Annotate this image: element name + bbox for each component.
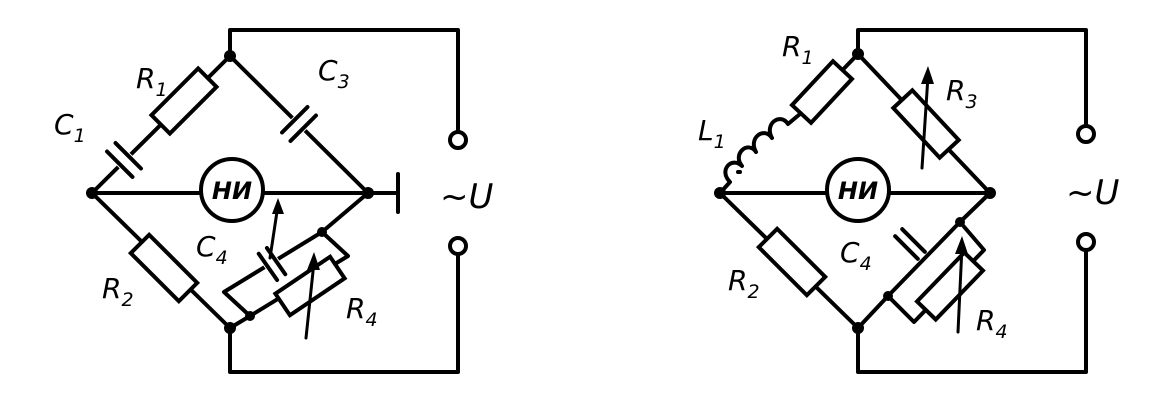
right-arm-z4-wire [958, 191, 992, 224]
left-label-c4: C4 [196, 230, 228, 269]
left-node-right [362, 187, 374, 199]
right-l1-inductor [718, 112, 802, 195]
right-bridge: НИ R1 L1 R3 C4 R2 R4 [698, 28, 1119, 374]
right-z4-network-frame [886, 220, 986, 324]
left-node-bottom [224, 322, 236, 334]
left-supply-wire-top [228, 28, 460, 140]
left-r2-resistor [127, 231, 201, 305]
left-r4-arrowhead-icon [307, 252, 320, 270]
left-label-c1: C1 [54, 108, 86, 147]
right-node-top [852, 48, 864, 60]
right-r4-arrowhead-icon [955, 236, 968, 254]
right-z4-node-top [955, 217, 965, 227]
right-r4-adjust-arrow [956, 244, 964, 334]
left-label-r2: R2 [102, 272, 134, 311]
right-r4-resistor [914, 249, 986, 323]
left-c1-capacitor [103, 139, 145, 181]
right-r3-adjust-arrow [920, 74, 930, 170]
right-r3-arrowhead-icon [921, 66, 934, 84]
left-arm-z4-wire [320, 191, 370, 234]
left-supply-wire-bottom [228, 248, 460, 374]
left-source-label: ~U [440, 177, 493, 217]
right-c4-capacitor [891, 225, 929, 263]
left-c4-arrowhead-icon [272, 198, 284, 214]
left-label-r1: R1 [136, 62, 168, 101]
right-source-label: ~U [1066, 173, 1119, 213]
right-label-l1: L1 [698, 114, 726, 153]
left-terminal-top [448, 130, 468, 150]
right-label-r4: R4 [976, 304, 1008, 343]
right-node-right [984, 187, 996, 199]
right-label-c4: C4 [840, 236, 872, 275]
right-label-r2: R2 [728, 264, 760, 303]
left-label-r4: R4 [346, 292, 378, 331]
right-label-r3: R3 [946, 74, 978, 113]
right-meter-circle [825, 157, 891, 223]
right-label-r1: R1 [782, 30, 814, 69]
left-r4-adjust-arrow [304, 260, 316, 340]
left-r1-resistor [148, 65, 220, 137]
right-node-left [714, 187, 726, 199]
right-r1-resistor [789, 58, 855, 126]
left-z4-node-bottom [245, 311, 255, 321]
left-node-top [224, 50, 236, 62]
left-meter-circle [199, 157, 265, 223]
right-z4-node-bottom [883, 291, 893, 301]
right-supply-wire-bottom [856, 248, 1088, 374]
left-bridge: НИ [54, 28, 493, 374]
right-terminal-bottom [1076, 232, 1096, 252]
right-meter-label: НИ [838, 177, 878, 205]
left-z4-node-top [317, 227, 327, 237]
right-z4-bottom-lead [856, 294, 890, 330]
left-label-c3: C3 [318, 54, 350, 93]
right-node-bottom [852, 322, 864, 334]
right-terminal-top [1076, 124, 1096, 144]
left-terminal-bottom [448, 236, 468, 256]
left-c3-capacitor [278, 103, 320, 145]
right-r2-resistor [755, 225, 829, 299]
left-node-left [86, 187, 98, 199]
left-meter-label: НИ [212, 177, 252, 205]
right-supply-wire-top [856, 28, 1088, 128]
